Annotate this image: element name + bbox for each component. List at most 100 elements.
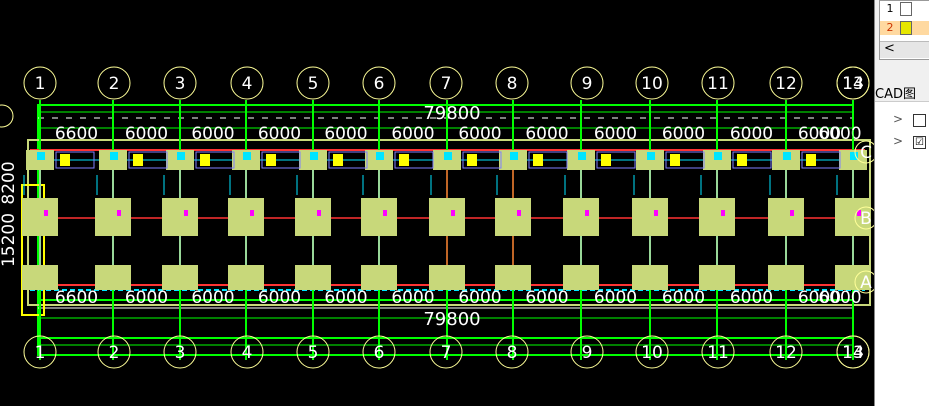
dimension-text-top: 6000 xyxy=(324,124,367,144)
axis-label-bottom: 2 xyxy=(109,343,120,363)
column-block xyxy=(632,198,668,236)
column-mark xyxy=(517,210,521,216)
dimension-text-bottom: 6000 xyxy=(458,288,501,308)
column-mark xyxy=(44,210,48,216)
dimension-text-top: 6000 xyxy=(258,124,301,144)
row-axis-bubble xyxy=(854,270,874,294)
axis-label-top: 6 xyxy=(374,74,385,94)
column-mark xyxy=(647,152,655,160)
dimension-text-bottom: 6000 xyxy=(125,288,168,308)
dimension-text-bottom: 6000 xyxy=(594,288,637,308)
column-block xyxy=(361,265,397,290)
dimension-text-bottom: 6000 xyxy=(391,288,434,308)
axis-bubble-bottom xyxy=(701,335,735,369)
axis-bubble-top xyxy=(23,66,57,100)
dimension-text-top: 6000 xyxy=(730,124,773,144)
column-mark xyxy=(37,152,45,160)
axis-label-bottom: 14 xyxy=(842,343,864,363)
axis-label-bottom: 8 xyxy=(507,343,518,363)
row-axis-bubble xyxy=(0,104,14,128)
right-side-panel: 1 2 < CAD图 > > ☑ xyxy=(874,0,929,406)
axis-bubble-bottom xyxy=(23,335,57,369)
stair-hatch xyxy=(399,154,409,166)
table-row[interactable]: 2 xyxy=(880,21,929,35)
column-mark xyxy=(177,152,185,160)
axis-label-top: 14 xyxy=(842,74,864,94)
column-block xyxy=(495,198,531,236)
slab-outline xyxy=(328,151,368,169)
column-block xyxy=(162,198,198,236)
dimension-text-bottom: 6000 xyxy=(662,288,705,308)
column-mark xyxy=(790,210,794,216)
row-cell[interactable] xyxy=(900,2,912,16)
column-mark xyxy=(721,210,725,216)
axis-bubble-bottom xyxy=(570,335,604,369)
horizontal-scrollbar[interactable]: < xyxy=(880,41,929,58)
axis-bubble-top xyxy=(230,66,264,100)
row-cell[interactable] xyxy=(900,21,912,35)
column-mark xyxy=(117,210,121,216)
column-block xyxy=(95,198,131,236)
axis-bubble-bottom xyxy=(769,335,803,369)
tree-checkbox[interactable] xyxy=(913,114,926,127)
column-block xyxy=(95,265,131,290)
column-mark xyxy=(857,210,861,216)
axis-bubble-bottom xyxy=(97,335,131,369)
dimension-text-bottom: 6600 xyxy=(55,288,98,308)
dimension-text-top: 6000 xyxy=(594,124,637,144)
table-row[interactable]: 1 xyxy=(880,2,929,16)
tree-item[interactable]: > xyxy=(893,112,903,128)
axis-label-top: 1 xyxy=(35,74,46,94)
scroll-left-icon[interactable]: < xyxy=(884,41,895,56)
column-block xyxy=(162,265,198,290)
axis-label-bottom: 7 xyxy=(441,343,452,363)
axis-label-bottom: 9 xyxy=(582,343,593,363)
axis-bubble-top xyxy=(429,66,463,100)
axis-bubble-top xyxy=(97,66,131,100)
row-axis-bubbles: CBA xyxy=(0,104,874,294)
column-mark xyxy=(585,210,589,216)
tree-item[interactable]: > xyxy=(893,134,903,150)
column-block xyxy=(228,198,264,236)
axis-bubble-top xyxy=(836,66,870,100)
chevron-right-icon[interactable]: > xyxy=(893,112,904,126)
column-block xyxy=(699,265,735,290)
axis-label-top: 9 xyxy=(582,74,593,94)
chevron-right-icon[interactable]: > xyxy=(893,134,904,148)
column-mark xyxy=(714,152,722,160)
slab-outline xyxy=(801,151,841,169)
column-mark xyxy=(243,152,251,160)
column-mark xyxy=(376,152,384,160)
column-mark xyxy=(654,210,658,216)
axis-bubble-bottom xyxy=(495,335,529,369)
left-dimension-b: 15200 xyxy=(0,213,19,267)
bottom-total-dimension: 79800 xyxy=(423,309,480,330)
row-axis-label: C xyxy=(860,143,872,163)
stair-hatch xyxy=(670,154,680,166)
column-block xyxy=(429,265,465,290)
dimension-text-bottom: 6000 xyxy=(818,288,861,308)
dimension-text-top: 6600 xyxy=(55,124,98,144)
column-mark xyxy=(310,152,318,160)
column-mark xyxy=(110,152,118,160)
stair-hatch xyxy=(266,154,276,166)
tree-checkbox[interactable]: ☑ xyxy=(913,136,926,149)
slab-outline xyxy=(665,151,705,169)
column-mark xyxy=(578,152,586,160)
row-number: 1 xyxy=(886,2,894,15)
column-mark xyxy=(383,210,387,216)
dimension-text-bottom: 6000 xyxy=(525,288,568,308)
column-block xyxy=(835,198,871,236)
row-number: 2 xyxy=(886,21,894,34)
column-block xyxy=(768,198,804,236)
axis-label-bottom: 6 xyxy=(374,343,385,363)
column-block xyxy=(699,198,735,236)
axis-bubble-top xyxy=(495,66,529,100)
axis-label-top: 10 xyxy=(641,74,663,94)
axis-label-top: 2 xyxy=(109,74,120,94)
stair-hatch xyxy=(601,154,611,166)
